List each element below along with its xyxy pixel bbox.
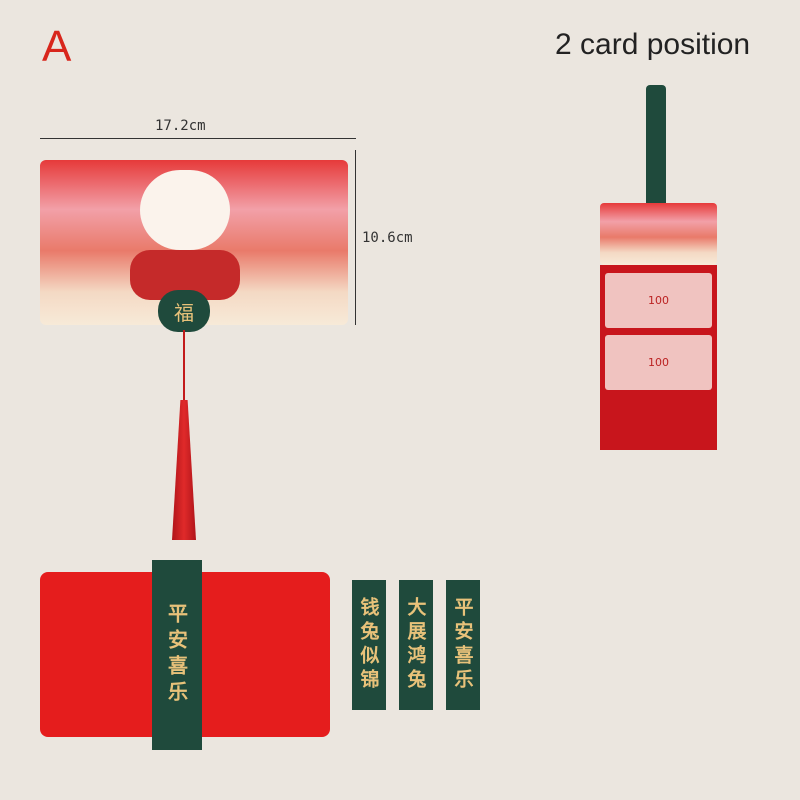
open-envelope-pockets: 100 100 — [600, 265, 717, 450]
height-label: 10.6cm — [362, 230, 413, 246]
hanging-strap — [646, 85, 666, 215]
banknote-1: 100 — [605, 273, 712, 328]
tassel-cord — [183, 330, 185, 400]
rabbit-illustration — [140, 170, 230, 250]
open-envelope-top — [600, 203, 717, 265]
height-dimension-line — [355, 150, 356, 325]
tassel — [172, 400, 196, 540]
fu-badge: 福 — [158, 290, 210, 332]
strip-1: 钱兔似锦 — [352, 580, 386, 710]
strip-2: 大展鸿兔 — [399, 580, 433, 710]
width-label: 17.2cm — [155, 118, 206, 134]
width-dimension-line — [40, 138, 356, 139]
variant-label: A — [42, 22, 72, 71]
strip-3: 平安喜乐 — [446, 580, 480, 710]
envelope-band: 平安喜乐 — [152, 560, 202, 750]
banknote-2: 100 — [605, 335, 712, 390]
title: 2 card position — [555, 28, 751, 61]
